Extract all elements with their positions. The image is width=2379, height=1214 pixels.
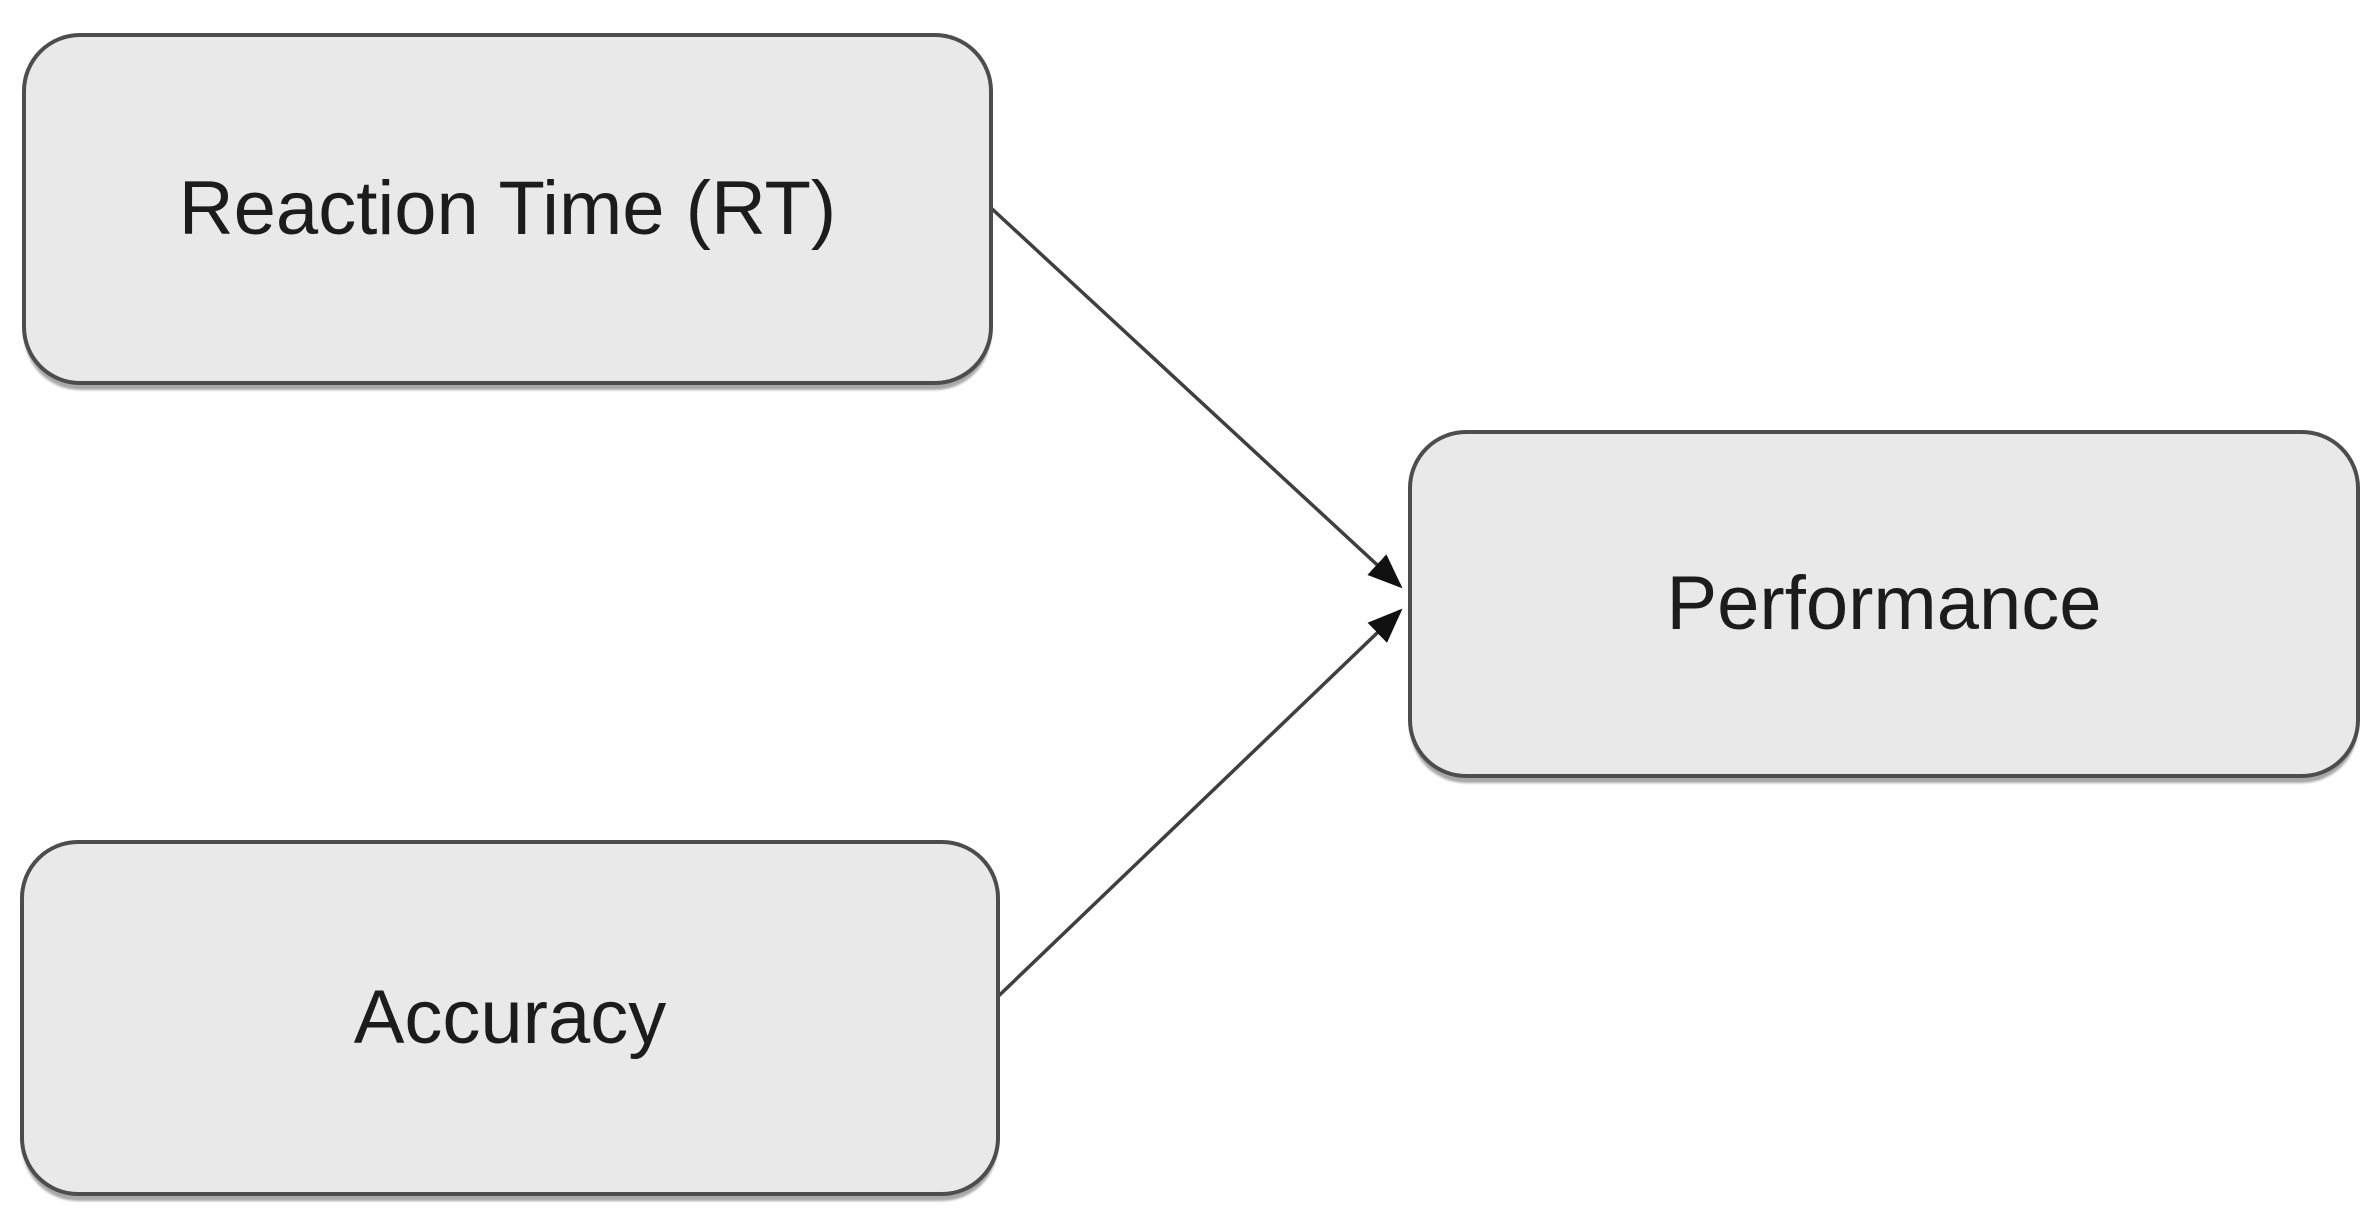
- node-accuracy-label: Accuracy: [353, 975, 667, 1060]
- node-performance-label: Performance: [1666, 561, 2102, 646]
- node-reaction-time[interactable]: Reaction Time (RT): [22, 33, 993, 385]
- node-performance[interactable]: Performance: [1408, 430, 2360, 778]
- node-reaction-time-label: Reaction Time (RT): [178, 166, 837, 251]
- node-accuracy[interactable]: Accuracy: [20, 840, 1000, 1196]
- edge-accuracy-to-performance: [984, 608, 1403, 1010]
- edge-reaction-time-to-performance: [988, 205, 1403, 589]
